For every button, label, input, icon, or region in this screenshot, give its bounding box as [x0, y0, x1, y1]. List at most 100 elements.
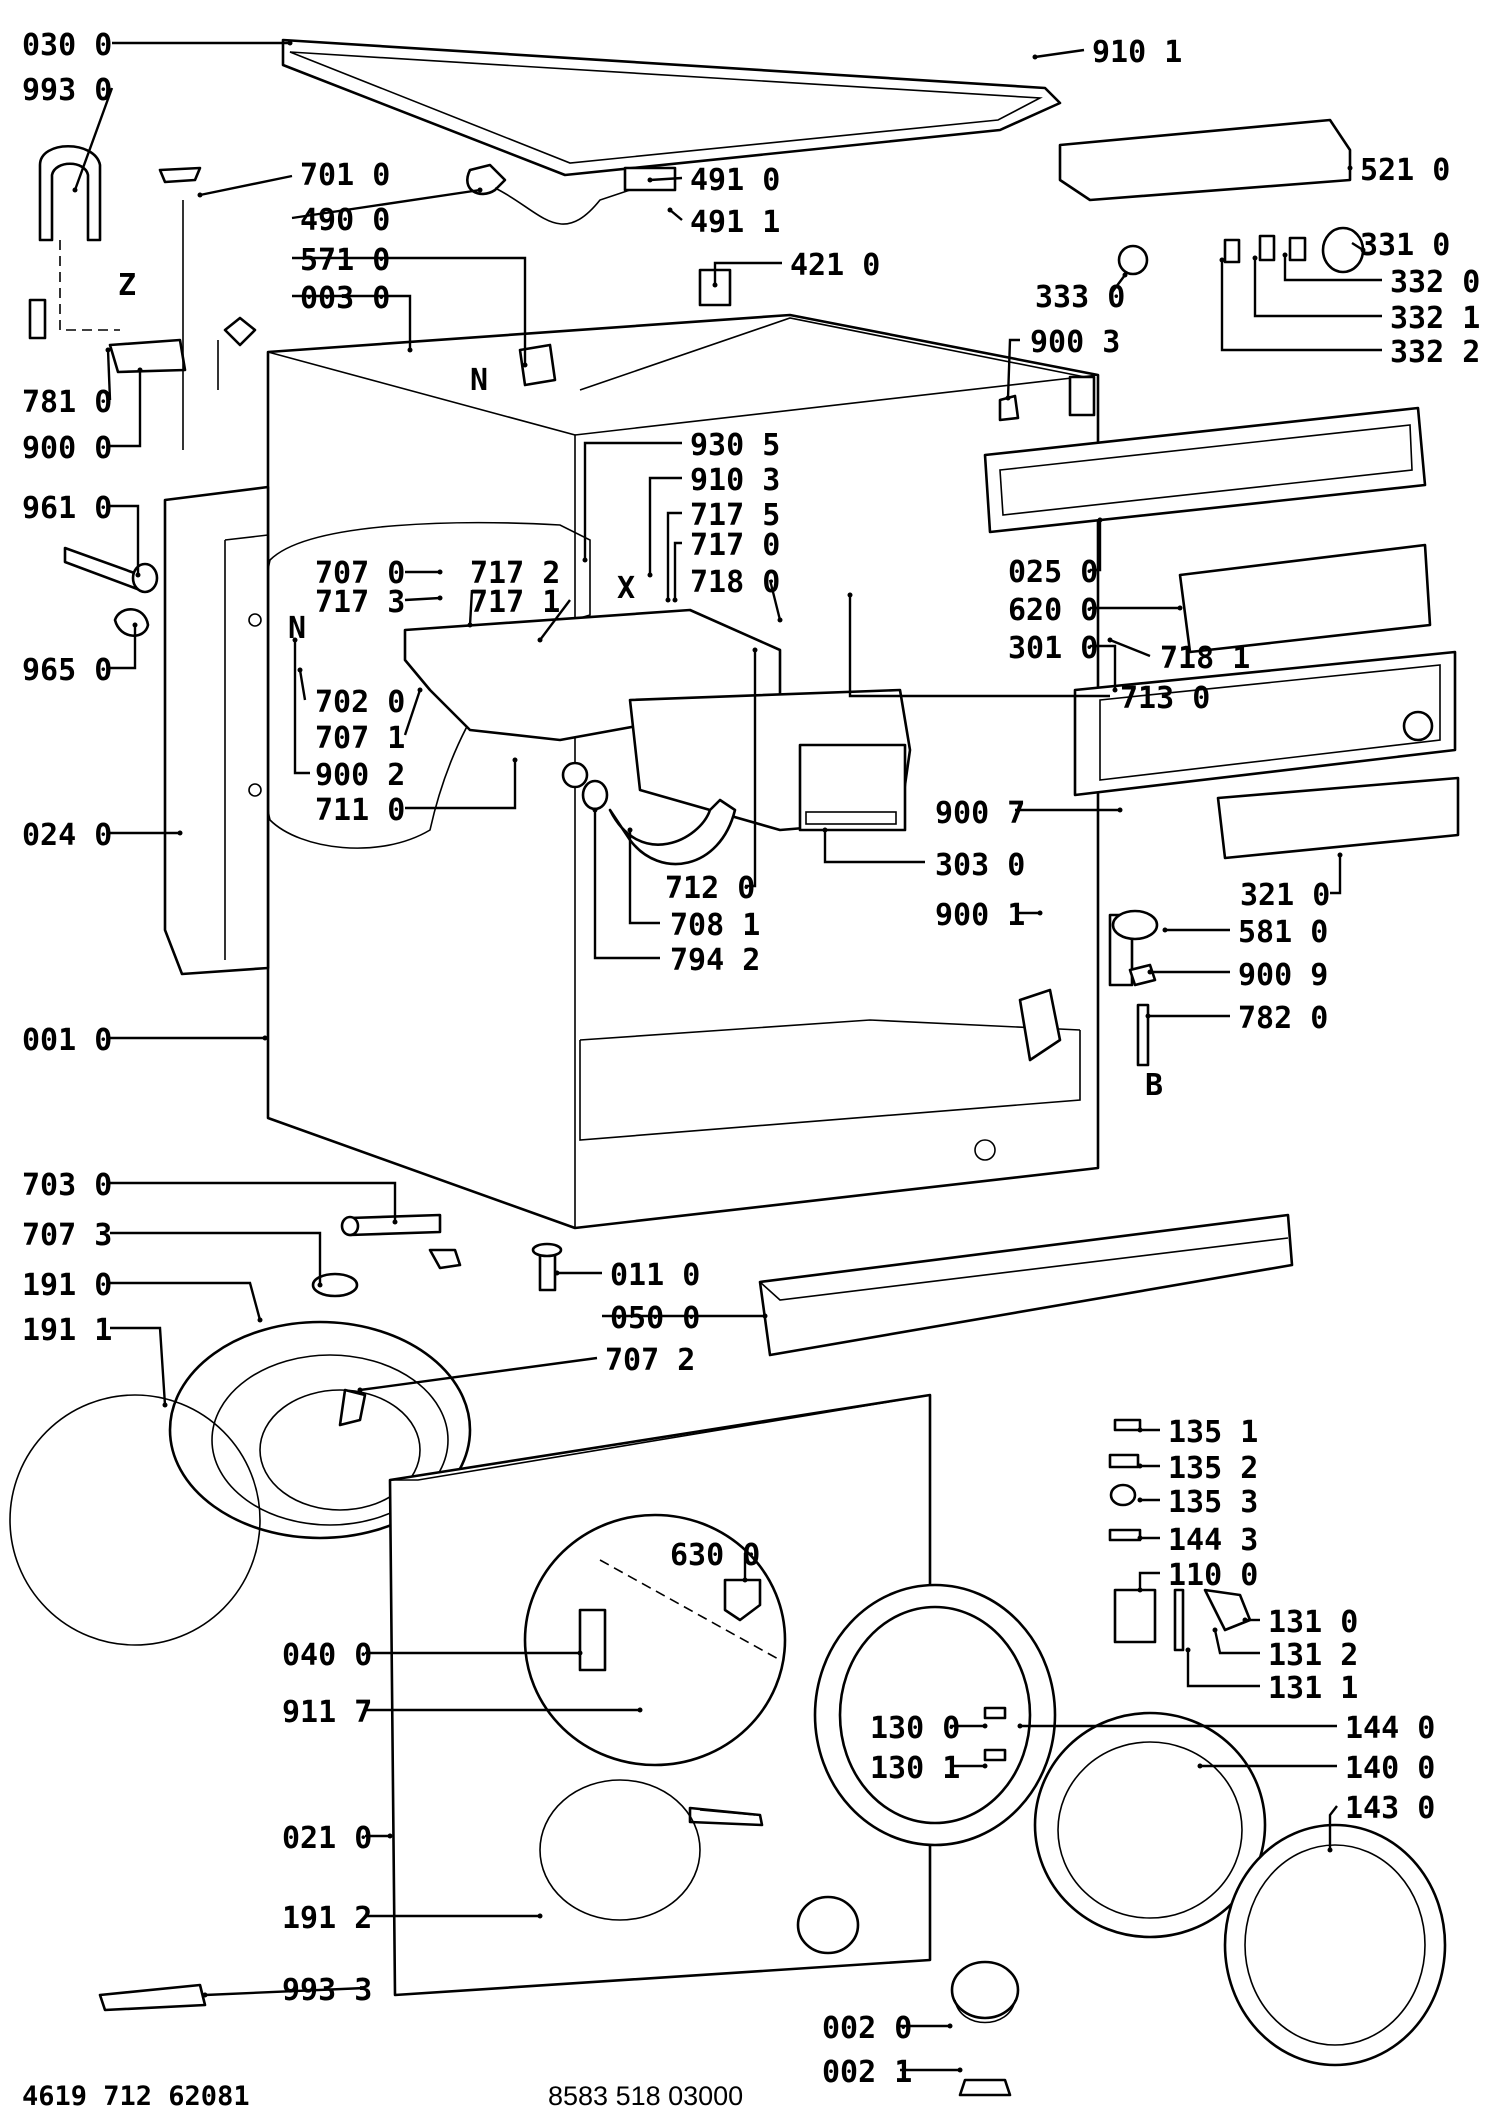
part-number-label: 708 1: [670, 908, 760, 943]
leader-end: [297, 667, 303, 673]
leader-end: [135, 572, 141, 578]
leader-line: [1330, 855, 1342, 895]
part-number-label: 717 0: [690, 528, 780, 563]
part-number-label: 191 1: [22, 1313, 112, 1348]
part-number-label: 703 0: [22, 1168, 112, 1203]
part-number-label: 711 0: [315, 793, 405, 828]
part-number-label: 021 0: [282, 1821, 372, 1856]
leader-line: [404, 596, 441, 602]
leader-line: [1283, 255, 1382, 282]
part-number-label: 002 1: [822, 2055, 912, 2090]
part-number-label: 131 2: [1268, 1638, 1358, 1673]
part-number-label: 421 0: [790, 248, 880, 283]
leader-line: [204, 1986, 366, 1997]
leader-end: [407, 347, 413, 353]
part-number-label: 713 0: [1120, 681, 1210, 716]
part-number-label: 993 3: [282, 1973, 372, 2008]
leader-end: [262, 1035, 268, 1041]
part-number-label: 781 0: [22, 385, 112, 420]
part-number-label: 900 1: [935, 898, 1025, 933]
leader-line: [1090, 644, 1117, 690]
leader-line: [291, 188, 481, 220]
leader-line: [110, 1281, 262, 1321]
view-marker-letter: X: [617, 571, 635, 606]
part-number-label: 701 0: [300, 158, 390, 193]
part-number-label: 717 1: [470, 585, 560, 620]
leader-end: [1017, 1723, 1023, 1729]
leader-end: [1112, 687, 1118, 693]
leader-end: [467, 622, 473, 628]
leader-end: [1145, 1013, 1151, 1019]
part-number-label: 782 0: [1238, 1001, 1328, 1036]
part-number-label: 303 0: [935, 848, 1025, 883]
leader-end: [712, 282, 718, 288]
leader-end: [177, 830, 183, 836]
part-number-label: 110 0: [1168, 1558, 1258, 1593]
leader-line: [405, 760, 517, 810]
part-number-label: 144 3: [1168, 1523, 1258, 1558]
part-number-label: 965 0: [22, 653, 112, 688]
view-marker-letter: B: [1145, 1068, 1163, 1103]
leader-end: [137, 367, 143, 373]
leader-line: [1109, 638, 1151, 658]
leader-end: [1147, 969, 1153, 975]
leader-end: [1122, 272, 1128, 278]
part-number-label: 333 0: [1035, 280, 1125, 315]
leader-end: [72, 187, 78, 193]
leader-end: [357, 1387, 363, 1393]
leader-end: [672, 597, 678, 603]
part-number-label: 025 0: [1008, 555, 1098, 590]
part-number-label: 001 0: [22, 1023, 112, 1058]
view-marker-letter: N: [288, 611, 306, 646]
part-number-label: 993 0: [22, 73, 112, 108]
leader-line: [292, 256, 527, 365]
leader-end: [417, 687, 423, 693]
leader-end: [592, 807, 598, 813]
part-number-label: 332 0: [1390, 265, 1480, 300]
leader-line: [593, 810, 660, 960]
part-number-label: 521 0: [1360, 153, 1450, 188]
leader-line: [110, 370, 142, 448]
leader-line: [1138, 1571, 1160, 1590]
part-number-label: 030 0: [22, 28, 112, 63]
leader-line: [648, 476, 682, 575]
part-number-label: 794 2: [670, 943, 760, 978]
leader-end: [627, 827, 633, 833]
part-number-label: 900 9: [1238, 958, 1328, 993]
leader-end: [162, 1402, 168, 1408]
part-number-label: 707 2: [605, 1343, 695, 1378]
part-number-label: 024 0: [22, 818, 112, 853]
leader-line: [110, 625, 137, 670]
leader-end: [762, 1313, 768, 1319]
footer-left-code: 4619 712 62081: [22, 2081, 250, 2112]
part-number-label: 130 1: [870, 1751, 960, 1786]
part-number-label: 011 0: [610, 1258, 700, 1293]
part-number-label: 131 1: [1268, 1671, 1358, 1706]
leader-end: [392, 1219, 398, 1225]
leader-end: [1252, 255, 1258, 261]
leader-end: [1242, 1617, 1248, 1623]
leader-line: [1006, 338, 1020, 399]
leader-line: [298, 669, 307, 701]
leader-end: [1197, 1763, 1203, 1769]
leader-end: [537, 1913, 543, 1919]
leader-end: [577, 1650, 583, 1656]
part-number-label: 301 0: [1008, 631, 1098, 666]
leader-end: [647, 177, 653, 183]
part-drawings: [9, 38, 1460, 2097]
leader-end: [1212, 1627, 1218, 1633]
leader-end: [1337, 852, 1343, 858]
leader-line: [666, 511, 682, 600]
part-number-label: 717 3: [315, 585, 405, 620]
leader-end: [742, 1577, 748, 1583]
part-number-label: 143 0: [1345, 1791, 1435, 1826]
part-number-label: 131 0: [1268, 1605, 1358, 1640]
leader-line: [713, 261, 782, 285]
leader-end: [647, 572, 653, 578]
leader-end: [554, 1270, 560, 1276]
leader-line: [293, 640, 310, 775]
leader-end: [522, 362, 528, 368]
leader-end: [1185, 1647, 1191, 1653]
leader-end: [1137, 1427, 1143, 1433]
part-number-label: 130 0: [870, 1711, 960, 1746]
